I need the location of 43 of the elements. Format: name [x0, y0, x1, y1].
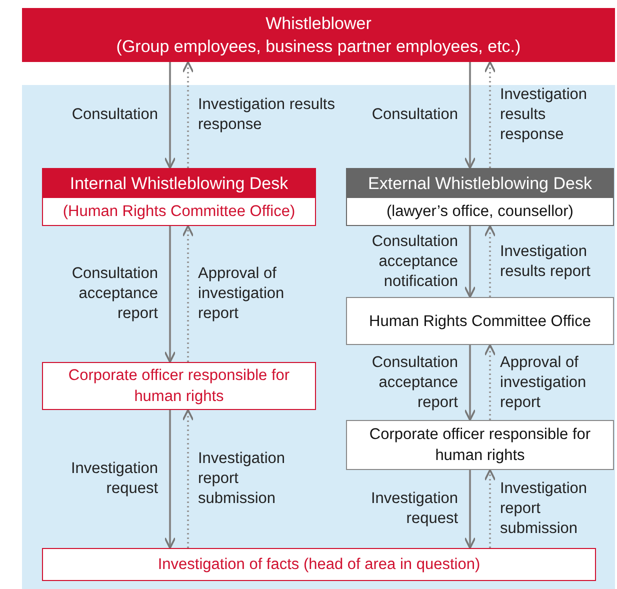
heading: External Whistleblowing Desk [347, 169, 613, 198]
node-label: Investigation of facts (head of area in question) [156, 555, 482, 575]
edge-label: Investigation results response [198, 95, 336, 135]
node-label: Corporate officer responsible for human rights [67, 366, 291, 407]
arrow [484, 61, 496, 168]
edge-label: Consultation [70, 105, 158, 125]
arrow [182, 409, 194, 548]
arrow [484, 469, 496, 548]
arrow [182, 61, 194, 168]
edge-label: Consultation [370, 105, 458, 125]
desk-box [346, 168, 614, 226]
arrow [164, 62, 176, 169]
heading: Internal Whistleblowing Desk [43, 169, 315, 198]
edge-label: Approval of investigation report [198, 264, 286, 324]
edge-label: Consultation acceptance report [70, 264, 158, 324]
reporter-banner [22, 8, 615, 62]
arrow [182, 225, 194, 362]
process-box [346, 420, 614, 470]
edge-label: Consultation acceptance notification [370, 232, 458, 292]
edge-label: Approval of investigation report [500, 352, 588, 412]
arrow [464, 345, 476, 421]
edge-label: Investigation results report [500, 242, 592, 282]
arrow [464, 470, 476, 549]
edge-label: Investigation report submission [500, 479, 588, 539]
arrow [164, 226, 176, 363]
process-box [42, 362, 316, 410]
arrow [464, 226, 476, 298]
edge-label: Investigation report submission [198, 449, 286, 509]
desk-box [42, 168, 316, 226]
edge-label: Investigation results response [500, 85, 588, 145]
arrow [484, 225, 496, 297]
arrow [484, 344, 496, 420]
process-box [42, 548, 596, 581]
edge-label: Consultation acceptance report [370, 352, 458, 412]
heading: Whistleblower [264, 13, 372, 35]
process-box [346, 297, 614, 345]
edge-label: Investigation request [70, 459, 158, 499]
arrow [464, 62, 476, 169]
subtitle: (Group employees, business partner employees, etc.) [115, 36, 522, 58]
edge-label: Investigation request [370, 489, 458, 529]
node-label: Corporate officer responsible for human rights [368, 425, 592, 466]
node-label: Human Rights Committee Office [368, 312, 592, 332]
arrow [164, 410, 176, 549]
